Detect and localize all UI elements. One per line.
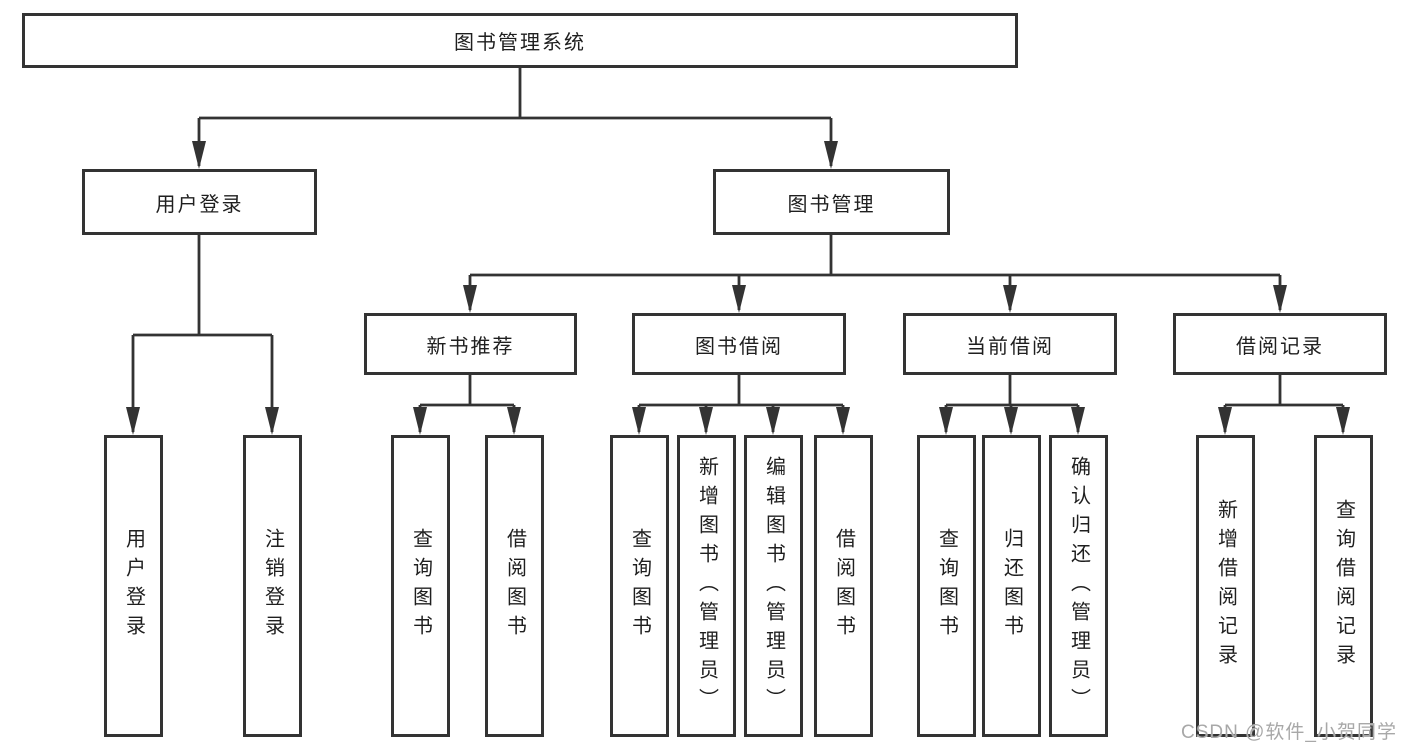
leaf-borrow-add-book-admin-label: 新增图书（管理员） <box>695 455 718 717</box>
node-book-borrowing-label: 图书借阅 <box>695 335 783 358</box>
leaf-current-query-books-label: 查询图书 <box>935 528 958 644</box>
node-new-book-recommend-label: 新书推荐 <box>426 335 515 358</box>
node-current-borrowing-label: 当前借阅 <box>966 335 1054 358</box>
leaf-borrow-query-books-label: 查询图书 <box>628 528 651 644</box>
node-user-login-label: 用户登录 <box>155 193 244 216</box>
leaf-user-login: 用户登录 <box>104 435 163 737</box>
leaf-records-add-record: 新增借阅记录 <box>1196 435 1255 737</box>
leaf-logout-label: 注销登录 <box>261 528 284 644</box>
leaf-records-query-record: 查询借阅记录 <box>1314 435 1373 737</box>
leaf-current-confirm-return-admin: 确认归还（管理员） <box>1049 435 1108 737</box>
leaf-newbooks-query-books-label: 查询图书 <box>409 528 432 644</box>
node-book-borrowing: 图书借阅 <box>632 313 846 375</box>
csdn-watermark: CSDN @软件_小贺同学 <box>1181 722 1397 743</box>
leaf-current-confirm-return-admin-label: 确认归还（管理员） <box>1067 455 1090 717</box>
node-borrowing-records: 借阅记录 <box>1173 313 1387 375</box>
leaf-borrow-edit-book-admin: 编辑图书（管理员） <box>744 435 803 737</box>
node-current-borrowing: 当前借阅 <box>903 313 1117 375</box>
node-borrowing-records-label: 借阅记录 <box>1236 335 1324 358</box>
leaf-newbooks-borrow-books-label: 借阅图书 <box>503 528 526 644</box>
node-root: 图书管理系统 <box>22 13 1018 68</box>
leaf-newbooks-query-books: 查询图书 <box>391 435 450 737</box>
leaf-user-login-label: 用户登录 <box>122 528 145 644</box>
leaf-borrow-add-book-admin: 新增图书（管理员） <box>677 435 736 737</box>
node-book-management-label: 图书管理 <box>787 193 876 216</box>
leaf-current-return-books: 归还图书 <box>982 435 1041 737</box>
leaf-newbooks-borrow-books: 借阅图书 <box>485 435 544 737</box>
leaf-records-add-record-label: 新增借阅记录 <box>1214 499 1237 673</box>
leaf-current-return-books-label: 归还图书 <box>1000 528 1023 644</box>
leaf-borrow-edit-book-admin-label: 编辑图书（管理员） <box>762 455 785 717</box>
leaf-borrow-query-books: 查询图书 <box>610 435 669 737</box>
node-root-label: 图书管理系统 <box>454 32 586 54</box>
node-book-management: 图书管理 <box>713 169 950 235</box>
node-new-book-recommend: 新书推荐 <box>364 313 577 375</box>
leaf-borrow-borrow-books: 借阅图书 <box>814 435 873 737</box>
leaf-records-query-record-label: 查询借阅记录 <box>1332 499 1355 673</box>
leaf-borrow-borrow-books-label: 借阅图书 <box>832 528 855 644</box>
node-user-login: 用户登录 <box>82 169 317 235</box>
leaf-logout: 注销登录 <box>243 435 302 737</box>
leaf-current-query-books: 查询图书 <box>917 435 976 737</box>
